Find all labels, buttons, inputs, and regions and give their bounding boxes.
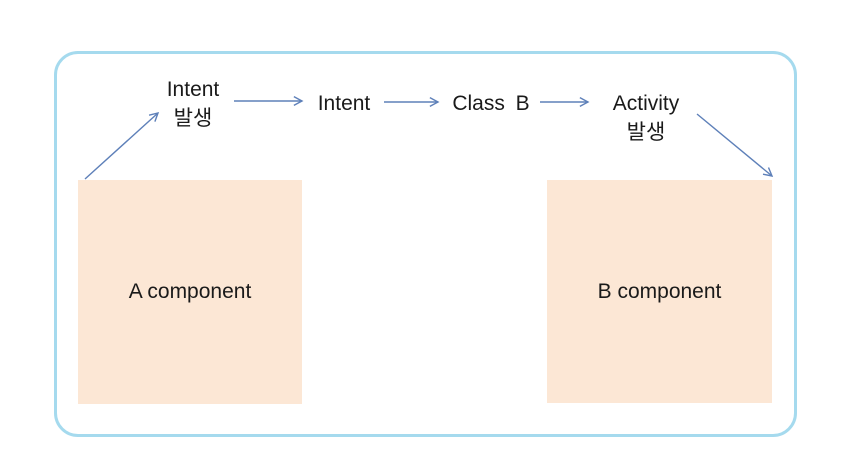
label-intent-event: Intent 발생 bbox=[128, 75, 258, 133]
label-class-b: Class B bbox=[438, 89, 544, 118]
label-activity-event-line2: 발생 bbox=[626, 121, 666, 144]
label-activity-event: Activity 발생 bbox=[581, 89, 711, 147]
label-intent: Intent bbox=[299, 89, 389, 118]
label-class-b-text: Class B bbox=[452, 92, 530, 115]
component-a-box: A component bbox=[78, 180, 302, 404]
diagram-frame bbox=[54, 51, 797, 437]
component-b-label: B component bbox=[597, 279, 722, 303]
label-intent-text: Intent bbox=[317, 92, 371, 115]
label-activity-event-line1: Activity bbox=[612, 92, 680, 115]
label-intent-event-line2: 발생 bbox=[173, 107, 213, 130]
label-intent-event-line1: Intent bbox=[166, 78, 220, 101]
component-b-box: B component bbox=[547, 180, 772, 403]
component-a-label: A component bbox=[128, 280, 252, 303]
